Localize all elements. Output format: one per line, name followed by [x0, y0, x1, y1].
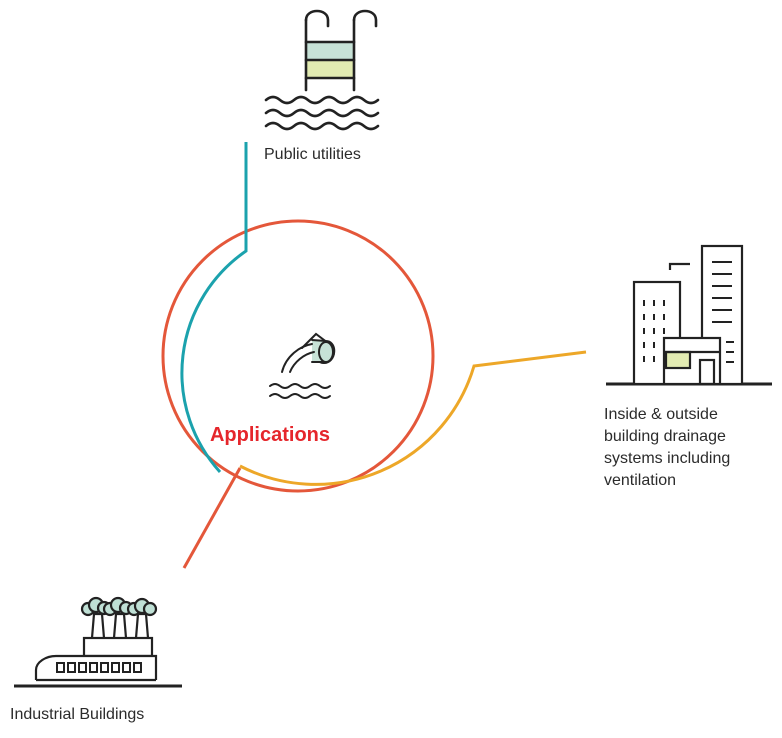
center-ring: [161, 219, 435, 493]
node-label-public-utilities: Public utilities: [264, 146, 361, 163]
pool-ladder-icon: [264, 9, 380, 131]
red-connector: [182, 467, 242, 569]
node-label-building-drainage-line: systems including: [604, 450, 731, 467]
orange-connector: [239, 350, 587, 486]
node-label-building-drainage: Inside & outside building drainage syste…: [604, 404, 782, 492]
teal-connector: [180, 142, 248, 474]
node-label-building-drainage-line: building drainage: [604, 428, 726, 445]
node-label-building-drainage-line: Inside & outside: [604, 406, 718, 423]
factory-icon: [14, 596, 182, 688]
buildings-icon: [606, 244, 772, 386]
node-label-industrial-buildings: Industrial Buildings: [10, 706, 145, 723]
center-title: Applications: [209, 424, 330, 446]
pipe-outflow-icon: [269, 332, 336, 399]
node-label-building-drainage-line: ventilation: [604, 472, 677, 489]
